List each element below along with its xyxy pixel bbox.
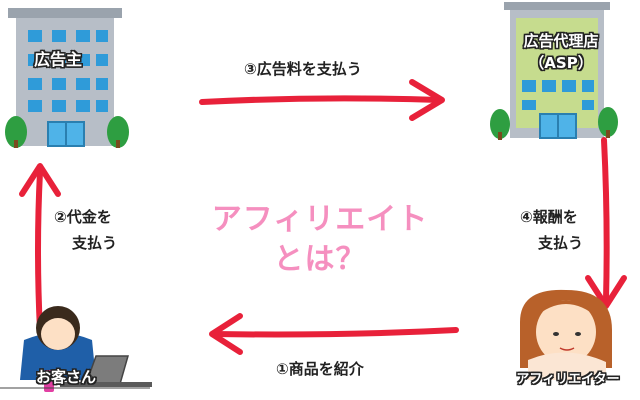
agency-label: 広告代理店 （ASP） [506,30,616,74]
arrow-step3 [199,79,445,121]
agency-label-line2: （ASP） [529,54,593,72]
affiliate-woman-icon [520,289,612,380]
affiliate-label: アフィリエイター [516,372,620,387]
arrow-step2 [19,163,61,333]
tree-icon [5,116,27,148]
advertiser-label: 広告主 [34,50,83,69]
step2-label: ②代金を 支払う [54,204,134,256]
step4-label-line1: ④報酬を [520,208,578,226]
customer-label: お客さん [36,368,97,386]
agency-label-line1: 広告代理店 [523,32,599,50]
step4-label-line2: 支払う [538,234,584,252]
arrow-step4 [585,137,627,309]
advertiser-building-icon [8,8,122,147]
step1-label: ①商品を紹介 [276,360,364,378]
tree-icon [490,109,510,140]
step2-label-line2: 支払う [72,234,118,252]
tree-icon [598,107,618,138]
step2-label-line1: ②代金を [54,208,112,226]
arrow-step1 [209,313,459,355]
tree-icon [107,116,129,148]
center-title-line1: アフィリエイト [211,202,429,237]
step3-label: ③広告料を支払う [244,60,362,78]
agency-building-icon [504,2,610,139]
step4-label: ④報酬を 支払う [520,204,600,256]
customer-person-icon [20,306,96,392]
center-title-line2: とは？ [273,242,367,277]
laptop-icon [60,355,152,387]
center-title: アフィリエイト とは？ [205,200,435,280]
